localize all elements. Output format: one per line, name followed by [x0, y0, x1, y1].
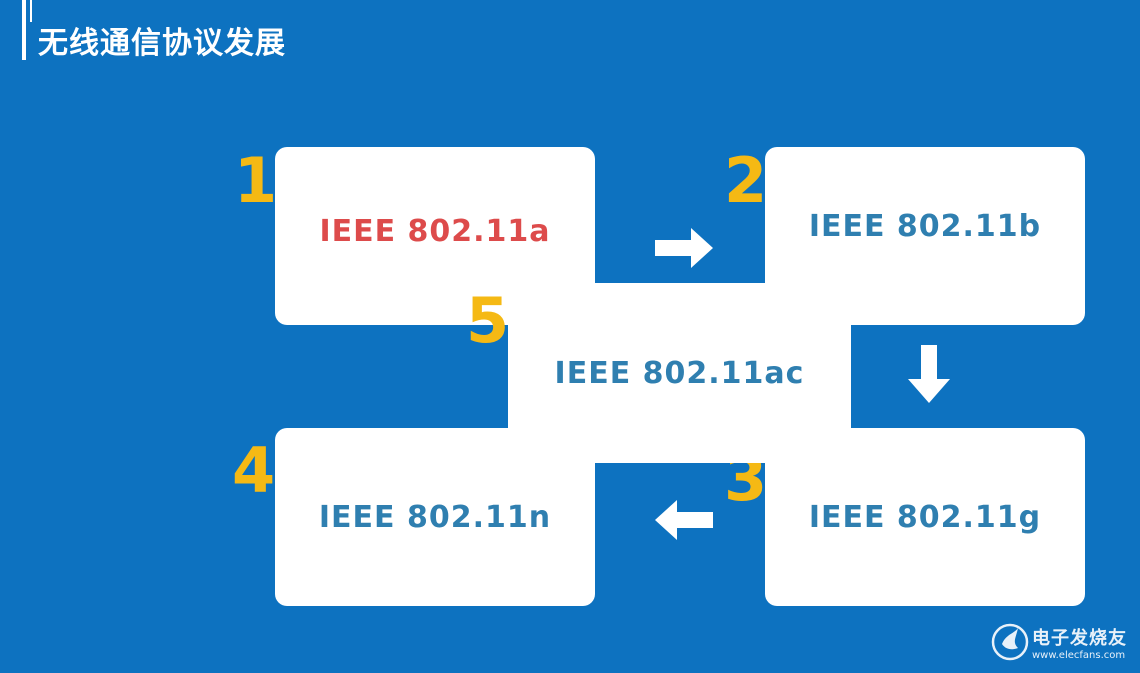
- page-title: 无线通信协议发展: [38, 26, 286, 61]
- down-arrow-icon: [908, 345, 950, 403]
- step-label-2: IEEE 802.11b: [808, 208, 1042, 244]
- title-accent-bar: [22, 0, 26, 60]
- step-label-4: IEEE 802.11n: [318, 499, 552, 535]
- step-label-5: IEEE 802.11ac: [554, 355, 805, 391]
- watermark-text: 电子发烧友: [1032, 628, 1127, 649]
- step-number-2: 2: [724, 144, 768, 217]
- step-label-1: IEEE 802.11a: [319, 213, 551, 249]
- left-arrow-icon: [655, 500, 713, 540]
- elecfans-logo-icon: [991, 623, 1029, 661]
- watermark-url: www.elecfans.com: [1032, 650, 1126, 661]
- title-accent-bar-thin: [30, 0, 32, 22]
- watermark: 电子发烧友 www.elecfans.com: [990, 618, 1130, 666]
- right-arrow-icon: [655, 228, 713, 268]
- step-box-5: IEEE 802.11ac: [508, 283, 851, 463]
- step-number-1: 1: [234, 144, 278, 217]
- step-number-4: 4: [232, 434, 276, 507]
- step-label-3: IEEE 802.11g: [808, 499, 1042, 535]
- step-number-5: 5: [466, 284, 510, 357]
- step-box-1: IEEE 802.11a: [275, 147, 595, 325]
